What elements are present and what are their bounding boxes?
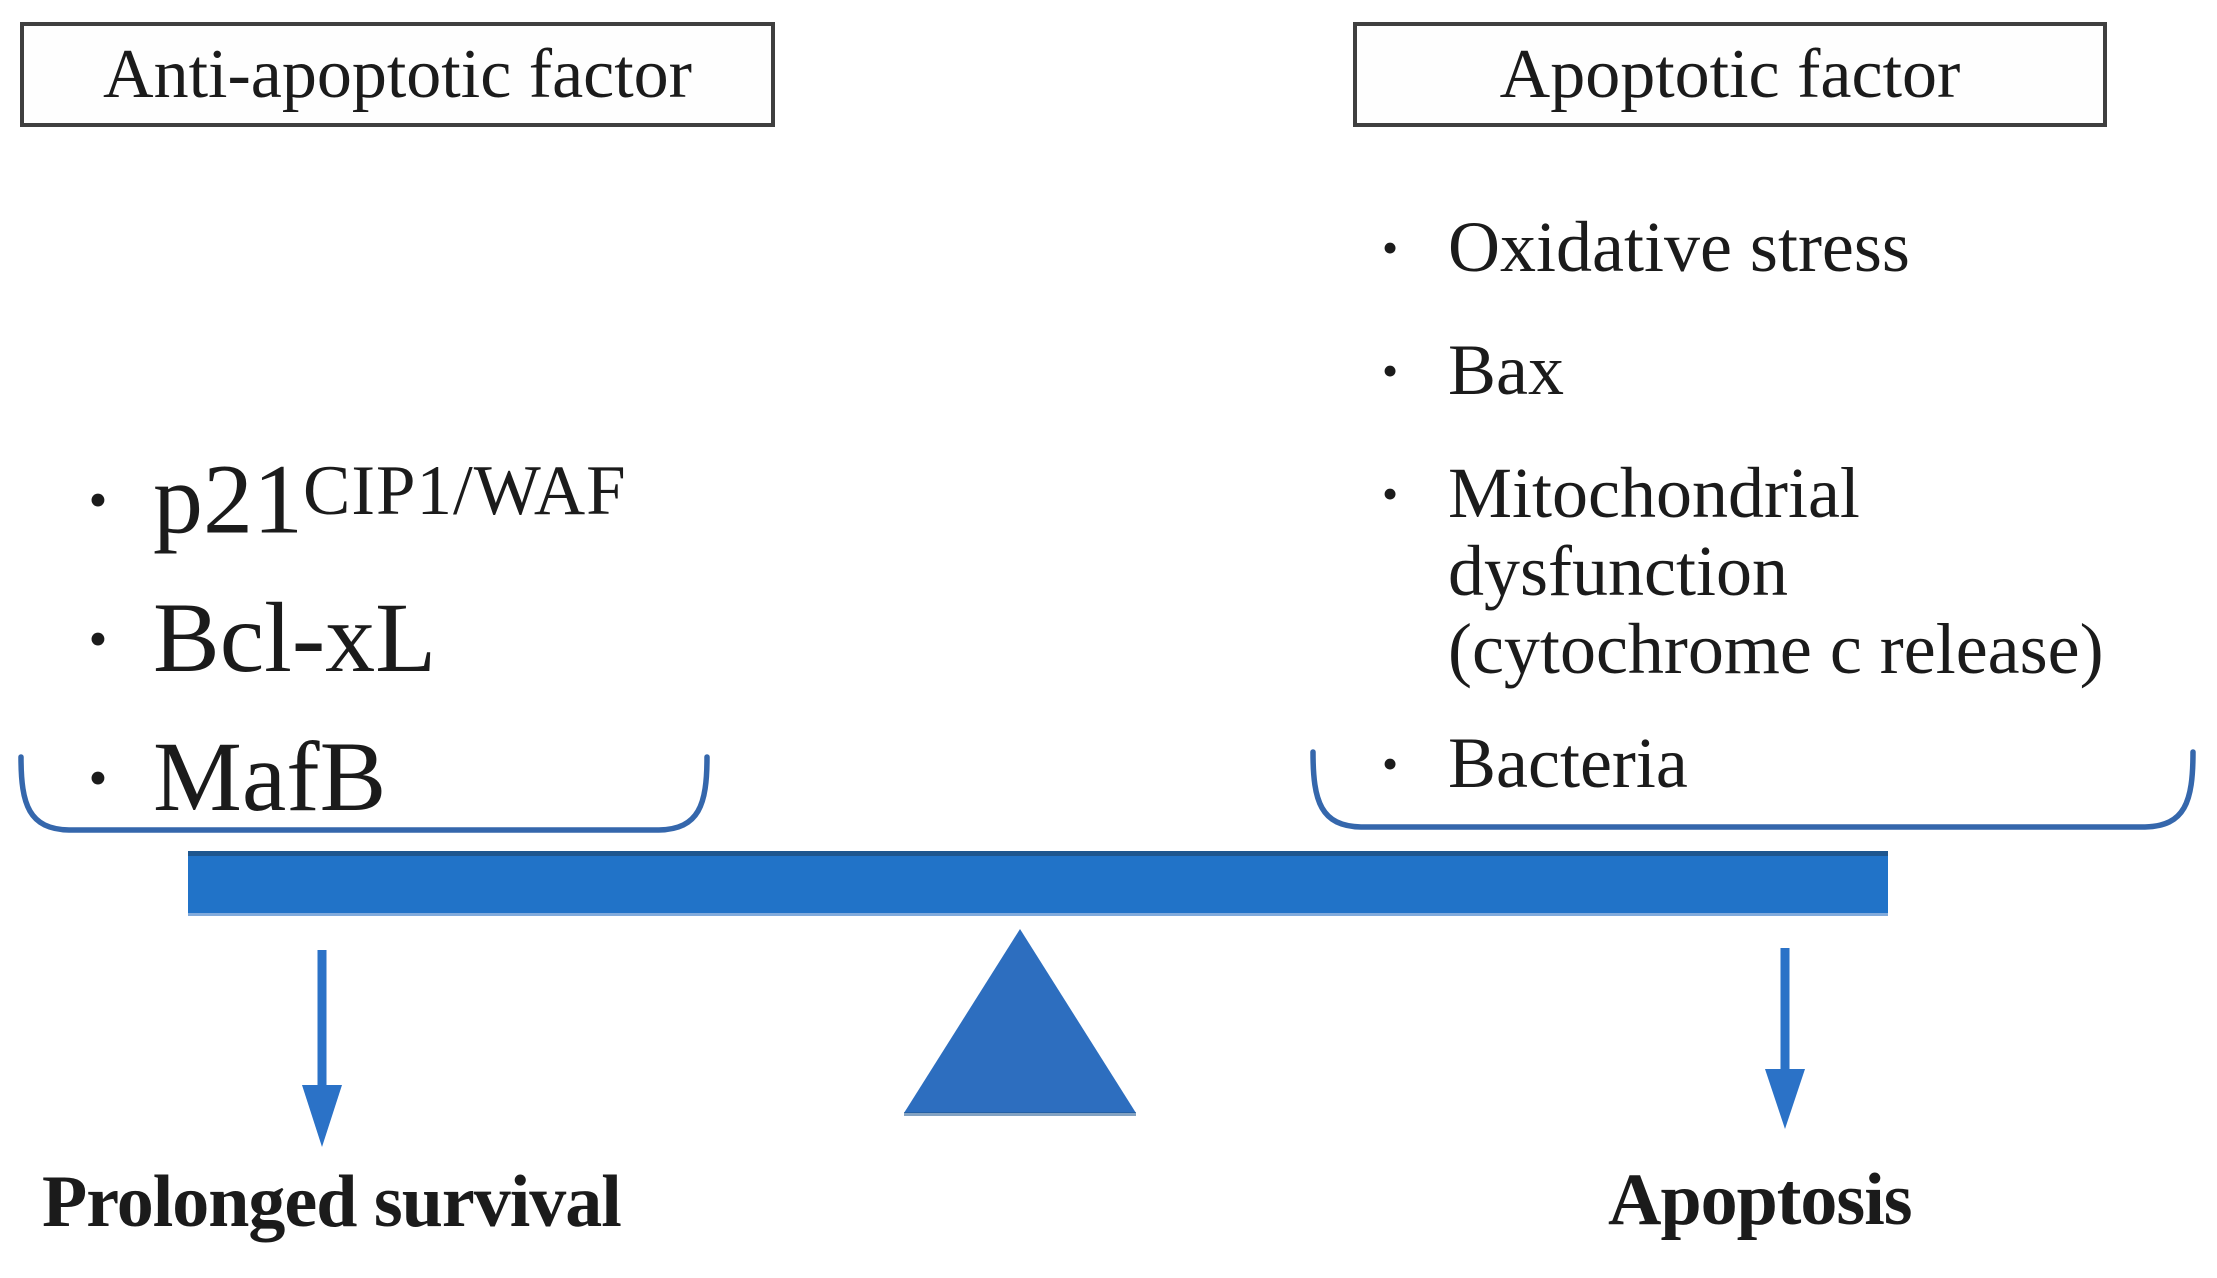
balance-beam xyxy=(188,851,1888,916)
bullet-icon: • xyxy=(1381,468,1399,519)
apoptotic-factor-box: Apoptotic factor xyxy=(1353,22,2107,127)
left-group-bracket xyxy=(18,754,710,833)
bullet-icon: • xyxy=(1381,222,1399,273)
bullet-icon: • xyxy=(88,609,108,670)
superscript-label: CIP1/WAF xyxy=(303,452,627,530)
bullet-icon: • xyxy=(88,748,108,809)
fulcrum-triangle-icon xyxy=(904,929,1136,1116)
list-item: • MafB xyxy=(70,715,627,854)
right-group-bracket xyxy=(1310,749,2196,830)
apoptosis-label: Apoptosis xyxy=(1608,1159,1913,1241)
list-item-text: Bcl-xL xyxy=(153,582,437,694)
list-item-text: Bax xyxy=(1448,330,1564,410)
anti-apoptotic-list: • p21CIP1/WAF • Bcl-xL • MafB xyxy=(70,429,627,854)
bullet-icon: • xyxy=(1381,738,1399,789)
left-down-arrow-icon xyxy=(302,950,342,1147)
list-item-text: Oxidative stress xyxy=(1448,207,1910,287)
bullet-icon: • xyxy=(88,470,108,531)
prolonged-survival-label: Prolonged survival xyxy=(42,1161,622,1243)
list-item-text: p21CIP1/WAF xyxy=(153,443,627,555)
list-item: • Bacteria xyxy=(1362,724,2104,811)
apoptotic-factor-label: Apoptotic factor xyxy=(1499,35,1961,113)
list-item-text: Bacteria xyxy=(1448,723,1688,803)
list-item: • Oxidative stress xyxy=(1362,208,2104,295)
right-down-arrow-icon xyxy=(1765,948,1805,1129)
list-item-text: MafB xyxy=(153,721,387,833)
anti-apoptotic-factor-box: Anti-apoptotic factor xyxy=(20,22,775,127)
list-item: • Bcl-xL xyxy=(70,576,627,715)
anti-apoptotic-factor-label: Anti-apoptotic factor xyxy=(103,35,692,113)
list-item: • p21CIP1/WAF xyxy=(70,429,627,576)
bullet-icon: • xyxy=(1381,345,1399,396)
list-item: • Bax xyxy=(1362,331,2104,418)
